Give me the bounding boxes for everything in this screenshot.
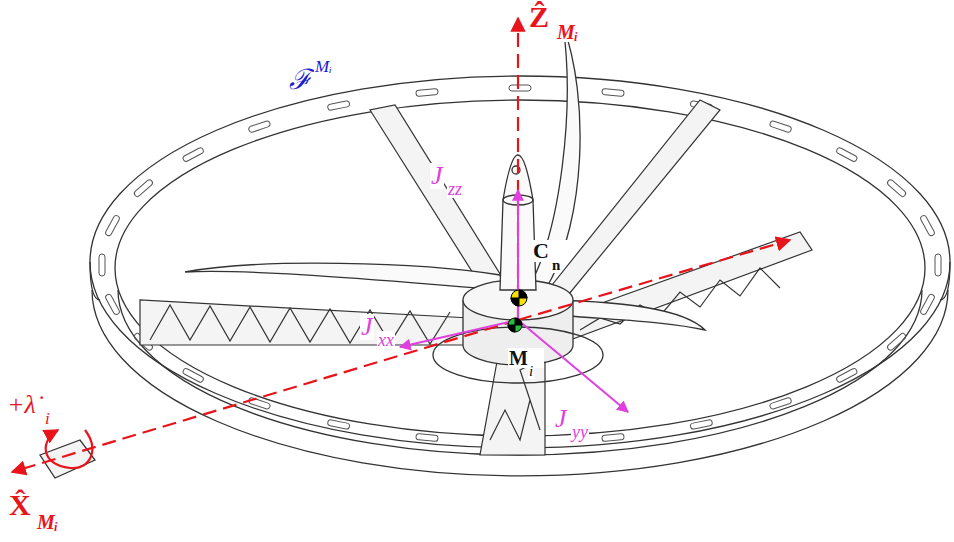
ring-slot xyxy=(105,215,121,237)
ring-slot xyxy=(920,215,936,237)
ring-slot xyxy=(690,419,713,429)
motor xyxy=(40,155,603,478)
axis-symbol: Ẑ xyxy=(528,2,550,32)
ring-slot xyxy=(509,85,531,91)
ring-slot xyxy=(886,332,906,351)
ring-slot xyxy=(920,293,936,315)
ring-slot xyxy=(99,254,105,276)
axis-subscript: yy xyxy=(571,423,589,441)
ring-slot xyxy=(133,179,153,198)
duct-ring xyxy=(90,76,950,476)
axis-subscript: Mᵢ xyxy=(556,22,579,42)
ring-slot xyxy=(327,100,350,110)
axis-subscript: Mᵢ xyxy=(36,512,59,532)
axes xyxy=(12,18,790,472)
ring-slot xyxy=(769,397,792,410)
axis-symbol: X̂ xyxy=(8,490,32,520)
axis-symbol: M⃗ xyxy=(508,348,544,368)
ring-slot xyxy=(327,419,350,429)
axis-subscript: i xyxy=(44,410,51,427)
ring-slot xyxy=(416,434,438,442)
axis-subscript: i xyxy=(528,364,534,379)
axis-symbol: +λ̇ xyxy=(6,392,37,418)
axis-symbol: J xyxy=(554,406,568,432)
ring-slot xyxy=(248,120,271,133)
ring-slot xyxy=(836,147,858,163)
ring-slot xyxy=(602,88,624,96)
ring-slot xyxy=(602,434,624,442)
ring-slot xyxy=(248,397,271,410)
axis-subscript: n xyxy=(551,258,561,273)
propeller xyxy=(185,25,705,330)
ring-slot xyxy=(182,147,204,163)
ring-slot xyxy=(886,179,906,198)
axis-subscript: zz xyxy=(447,180,463,198)
axis-symbol: C⃗ xyxy=(532,240,567,262)
lattice-beams xyxy=(140,100,812,455)
axis-subscript: xx xyxy=(377,331,395,349)
ring-slot xyxy=(935,254,941,276)
ring-slot xyxy=(105,293,121,315)
axis-symbol: ℱ xyxy=(288,66,313,94)
inertia-axes xyxy=(400,190,628,412)
axis-symbol: J xyxy=(430,163,444,189)
ring-slot xyxy=(836,368,858,384)
ring-slot xyxy=(416,88,438,96)
axis-subscript: Mᵢ xyxy=(314,58,333,75)
ring-slot xyxy=(182,368,204,384)
centre-markers xyxy=(508,290,527,332)
ring-slot xyxy=(769,120,792,133)
axis-symbol: J xyxy=(360,314,374,340)
